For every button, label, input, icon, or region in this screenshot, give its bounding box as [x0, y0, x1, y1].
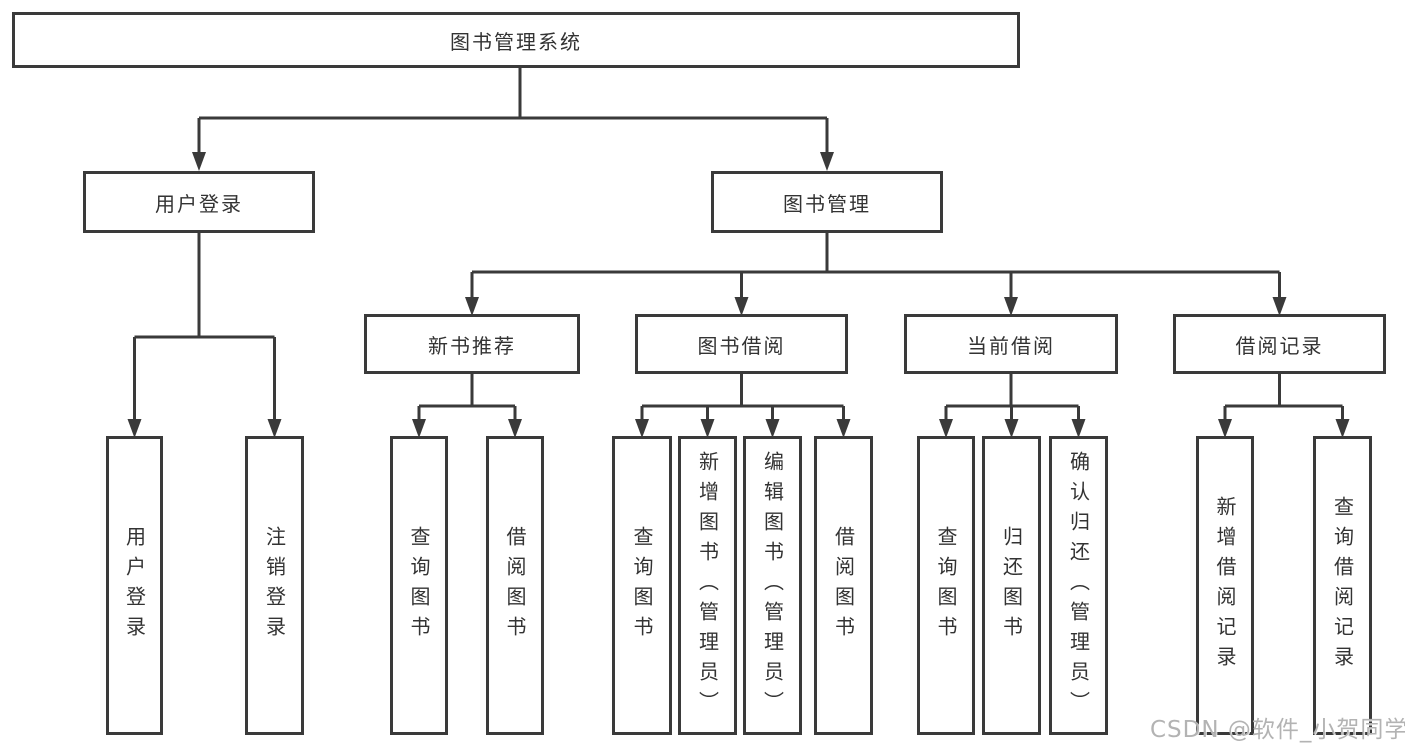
connector-new-book-rec-to-leaves — [412, 374, 522, 438]
node-current-borrow: 当前借阅 — [904, 314, 1118, 374]
arrowhead-icon — [1004, 419, 1019, 438]
node-book-mgmt: 图书管理 — [711, 171, 943, 233]
leaf-confirm-return-admin: 确认归还（管理员） — [1049, 436, 1108, 735]
arrowhead-icon — [1335, 419, 1350, 438]
arrowhead-icon — [267, 419, 282, 438]
leaf-query-books-current: 查询图书 — [917, 436, 975, 735]
connector-book-borrow-to-leaves — [635, 374, 851, 438]
node-label: 用户登录 — [122, 525, 147, 646]
arrowhead-icon — [635, 419, 649, 438]
arrowhead-icon — [127, 419, 142, 438]
leaf-add-book-admin: 新增图书（管理员） — [678, 436, 737, 735]
node-borrow-records: 借阅记录 — [1173, 314, 1386, 374]
node-book-borrow: 图书借阅 — [635, 314, 848, 374]
arrowhead-icon — [192, 152, 206, 171]
arrowhead-icon — [939, 419, 953, 438]
connector-user-login-to-leaves — [127, 233, 282, 438]
node-system-root: 图书管理系统 — [12, 12, 1020, 68]
node-label: 查询借阅记录 — [1330, 495, 1355, 676]
arrowhead-icon — [836, 419, 851, 438]
leaf-query-books-borrow: 查询图书 — [612, 436, 672, 735]
arrowhead-icon — [820, 152, 834, 171]
node-label: 借阅图书 — [503, 525, 527, 646]
leaf-borrow-books: 借阅图书 — [814, 436, 873, 735]
arrowhead-icon — [465, 297, 479, 316]
node-label: 新增借阅记录 — [1213, 495, 1237, 676]
connector-root-to-level2 — [192, 68, 834, 171]
arrowhead-icon — [765, 419, 780, 438]
leaf-query-borrow-record: 查询借阅记录 — [1313, 436, 1372, 735]
node-user-login: 用户登录 — [83, 171, 315, 233]
node-label: 查询图书 — [407, 525, 431, 646]
leaf-query-books-rec: 查询图书 — [390, 436, 448, 735]
arrowhead-icon — [1218, 419, 1232, 438]
arrowhead-icon — [700, 419, 715, 438]
node-label: 借阅图书 — [831, 525, 856, 646]
connector-book-mgmt-to-level3 — [465, 233, 1287, 316]
leaf-logout: 注销登录 — [245, 436, 304, 735]
node-label: 编辑图书（管理员） — [760, 450, 785, 721]
node-label: 新增图书（管理员） — [695, 450, 720, 721]
leaf-user-login: 用户登录 — [106, 436, 163, 735]
node-label: 注销登录 — [262, 525, 287, 646]
arrowhead-icon — [1004, 297, 1018, 316]
arrowhead-icon — [734, 297, 749, 316]
arrowhead-icon — [1272, 297, 1287, 316]
leaf-borrow-books-rec: 借阅图书 — [486, 436, 544, 735]
node-label: 查询图书 — [934, 525, 958, 646]
leaf-add-borrow-record: 新增借阅记录 — [1196, 436, 1254, 735]
node-label: 归还图书 — [999, 525, 1024, 646]
connector-borrow-records-to-leaves — [1218, 374, 1350, 438]
leaf-return-book: 归还图书 — [982, 436, 1041, 735]
leaf-edit-book-admin: 编辑图书（管理员） — [743, 436, 802, 735]
connector-current-borrow-to-leaves — [939, 374, 1086, 438]
node-label: 确认归还（管理员） — [1066, 450, 1091, 721]
arrowhead-icon — [1071, 419, 1086, 438]
arrowhead-icon — [412, 419, 426, 438]
node-label: 查询图书 — [630, 525, 654, 646]
arrowhead-icon — [508, 419, 522, 438]
node-new-book-rec: 新书推荐 — [364, 314, 580, 374]
